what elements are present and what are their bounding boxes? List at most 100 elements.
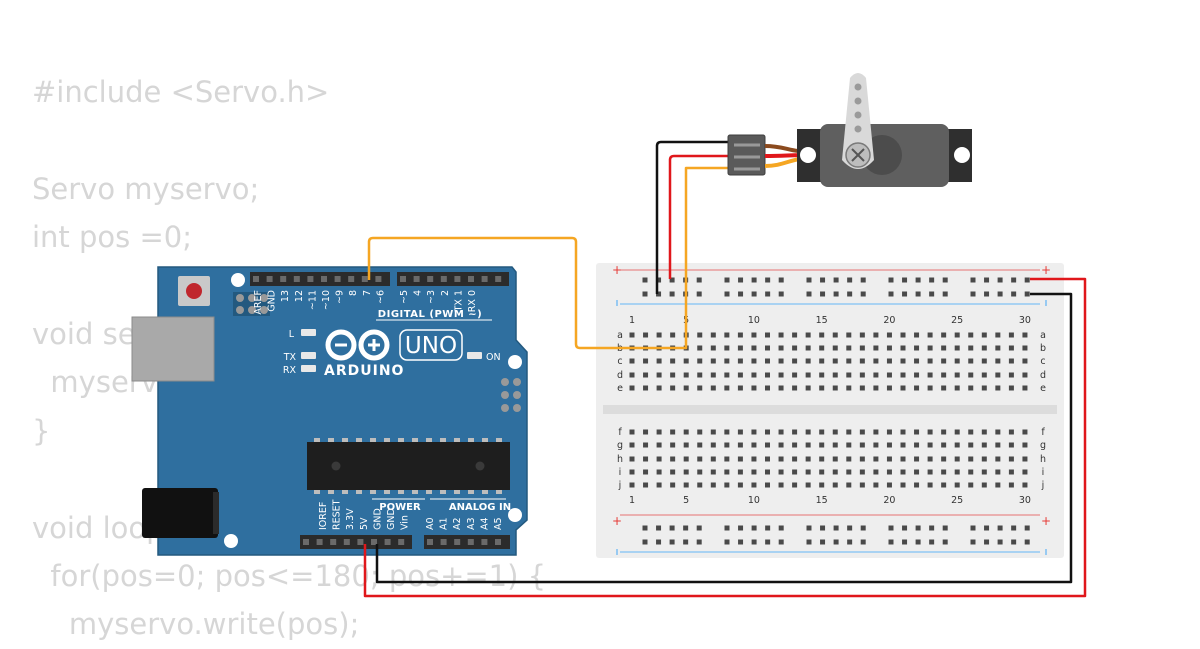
breadboard-hole: [847, 277, 853, 283]
breadboard-hole: [806, 539, 812, 545]
breadboard-hole: [697, 345, 703, 351]
breadboard-hole: [778, 372, 784, 378]
header-pin: [293, 276, 300, 282]
servo-mount-hole: [800, 147, 816, 163]
breadboard-hole: [968, 358, 974, 364]
breadboard-hole: [683, 482, 689, 488]
breadboard-hole: [997, 539, 1003, 545]
breadboard-hole: [737, 482, 743, 488]
header-pin: [375, 276, 382, 282]
row-label: a: [1040, 330, 1046, 341]
breadboard-hole: [643, 332, 649, 338]
pin-label: A1: [439, 517, 450, 530]
breadboard-hole: [765, 482, 770, 488]
breadboard-hole: [832, 372, 838, 378]
breadboard-hole: [792, 456, 798, 462]
breadboard-hole: [724, 385, 730, 391]
breadboard-hole: [669, 277, 675, 283]
breadboard-hole: [954, 482, 960, 488]
breadboard-hole: [968, 469, 974, 475]
breadboard-hole: [629, 469, 635, 475]
breadboard-hole: [929, 525, 935, 531]
pin-label: 8: [348, 290, 359, 296]
plus-rail-label: +: [1041, 514, 1051, 528]
header-pin: [440, 276, 447, 282]
breadboard-hole: [997, 525, 1003, 531]
horn-hole: [854, 97, 862, 105]
breadboard-hole: [642, 525, 648, 531]
breadboard-hole: [832, 482, 838, 488]
breadboard-hole: [1011, 277, 1017, 283]
breadboard-hole: [792, 345, 798, 351]
chip-leg: [370, 438, 376, 442]
mount-hole: [508, 508, 522, 522]
breadboard-hole: [629, 332, 635, 338]
breadboard-hole: [915, 277, 921, 283]
icsp-pin: [248, 294, 256, 302]
breadboard-hole: [819, 482, 825, 488]
header-pin: [280, 276, 287, 282]
breadboard-hole: [710, 372, 716, 378]
breadboard-hole: [805, 469, 811, 475]
row-label: f: [1041, 427, 1045, 438]
row-label: c: [1040, 356, 1045, 367]
breadboard-hole: [765, 332, 770, 338]
column-label: 10: [748, 315, 760, 326]
breadboard-hole: [873, 469, 879, 475]
breadboard-hole: [1024, 539, 1030, 545]
breadboard-hole: [927, 358, 933, 364]
breadboard-hole: [968, 482, 974, 488]
breadboard-hole: [670, 482, 676, 488]
status-leds: L TX RX ON: [283, 329, 501, 376]
breadboard-hole: [1008, 442, 1014, 448]
breadboard-hole: [656, 332, 662, 338]
row-label: f: [618, 427, 622, 438]
breadboard-hole: [873, 385, 879, 391]
chip-leg: [496, 490, 502, 494]
mount-hole: [231, 273, 245, 287]
breadboard-hole: [902, 291, 908, 297]
breadboard-hole: [1008, 345, 1014, 351]
breadboard-hole: [642, 291, 648, 297]
breadboard-hole: [873, 372, 879, 378]
chip-leg: [356, 490, 362, 494]
breadboard-hole: [697, 358, 703, 364]
header-pin: [361, 276, 368, 282]
column-label: 15: [816, 315, 828, 326]
chip-leg: [342, 490, 348, 494]
digital-header-right: [397, 272, 509, 286]
breadboard-hole: [683, 456, 689, 462]
breadboard-hole: [643, 429, 649, 435]
power-jack: [142, 488, 218, 538]
breadboard-hole: [737, 429, 743, 435]
breadboard-hole: [832, 385, 838, 391]
row-label: i: [619, 467, 622, 478]
breadboard-hole: [805, 429, 811, 435]
breadboard-hole: [751, 332, 757, 338]
signal-wire: [367, 166, 760, 350]
breadboard-hole: [981, 345, 987, 351]
pin-label: A0: [425, 517, 436, 530]
breadboard-hole: [902, 277, 908, 283]
header-pin: [334, 276, 341, 282]
analog-title: ANALOG IN: [449, 502, 511, 513]
breadboard-hole: [778, 482, 784, 488]
breadboard-hole: [1022, 469, 1028, 475]
breadboard-hole: [819, 456, 825, 462]
mount-hole: [508, 355, 522, 369]
reset-button[interactable]: [186, 283, 202, 299]
chip-leg: [426, 490, 432, 494]
breadboard-hole: [765, 525, 771, 531]
header-pin: [357, 539, 364, 545]
breadboard-hole: [859, 429, 865, 435]
analog-header: [424, 535, 510, 549]
breadboard-hole: [954, 442, 960, 448]
chip-leg: [454, 438, 460, 442]
column-label: 1: [629, 315, 635, 326]
breadboard-hole: [984, 291, 990, 297]
breadboard-hole: [1008, 482, 1014, 488]
icsp-pin: [260, 294, 268, 302]
breadboard-hole: [832, 429, 838, 435]
breadboard-hole: [914, 358, 920, 364]
chip-leg: [328, 490, 334, 494]
